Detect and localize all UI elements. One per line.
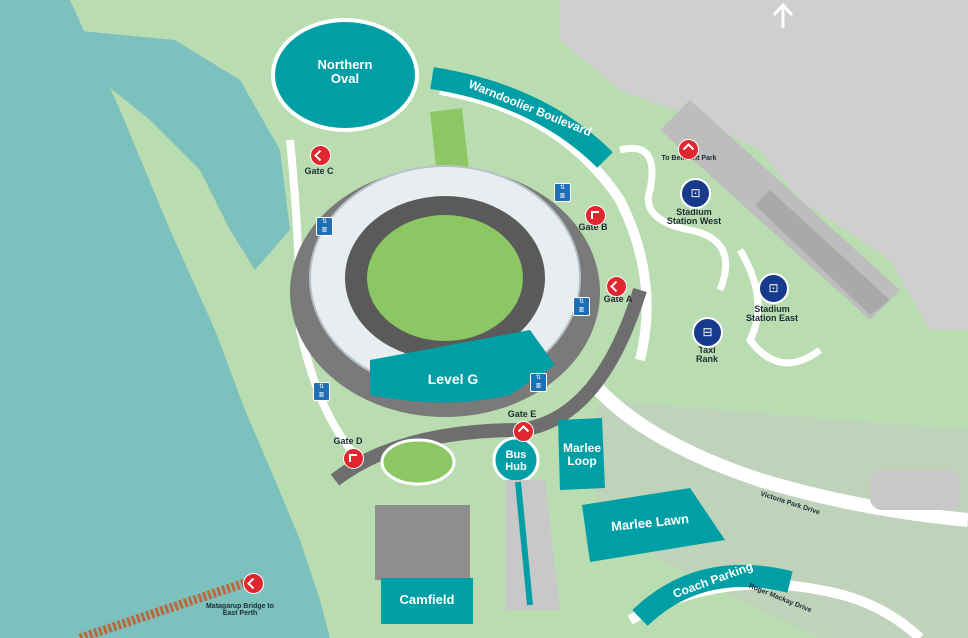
grey-carpark — [870, 470, 960, 510]
northern-oval-shape — [271, 18, 419, 132]
curvy-path-2 — [736, 248, 823, 367]
up-arrow-icon — [772, 2, 794, 28]
coach-parking-band — [632, 565, 793, 627]
train-icon: ⊡ — [680, 178, 711, 209]
stadium-pitch — [367, 215, 523, 341]
grey-building — [375, 505, 470, 580]
train-icon: ⊡ — [758, 273, 789, 304]
gate-a-label: Gate A — [603, 294, 633, 304]
gate-b-label: Gate B — [578, 222, 608, 232]
lift-icon: ⇅▥ — [554, 183, 571, 202]
gate-c-label: Gate C — [304, 166, 334, 176]
curvy-path-1 — [619, 145, 730, 292]
rail-area-2 — [755, 190, 890, 315]
river — [0, 0, 330, 638]
grey-ground-lower — [580, 400, 968, 638]
taxi-rank-label: Taxi Rank — [695, 345, 718, 365]
lake — [70, 30, 290, 270]
gate-arrow-icon — [585, 205, 606, 226]
marlee-lawn-area — [582, 488, 725, 562]
northern-oval-label: Northern Oval — [317, 57, 373, 86]
level-g-area — [370, 330, 555, 403]
bus-lane-strip — [515, 481, 533, 606]
taxi-icon: ⊟ — [692, 317, 723, 348]
bus-hub-label: Bus Hub — [505, 449, 527, 473]
bridge — [78, 573, 262, 638]
matagarup-bridge-label: Matagarup Bridge to East Perth — [205, 603, 275, 618]
victoria-park-drive-road — [584, 375, 968, 527]
camfield-area — [381, 578, 473, 624]
level-g-label: Level G — [427, 371, 479, 387]
camfield-label: Camfield — [399, 592, 455, 607]
lift-icon: ⇅▥ — [573, 297, 590, 316]
marlee-loop-area — [558, 418, 605, 490]
marlee-loop-label: Marlee Loop — [562, 441, 602, 468]
gate-d-label: Gate D — [333, 436, 363, 446]
stadium-station-west-label: Stadium Station West — [666, 207, 722, 227]
boulevard-band — [430, 67, 613, 168]
grey-road-area — [560, 0, 968, 330]
field-strip — [430, 108, 470, 184]
small-oval — [380, 438, 456, 486]
lift-icon: ⇅▥ — [530, 373, 547, 392]
lift-icon: ⇅▥ — [316, 217, 333, 236]
stadium-station-east-label: Stadium Station East — [745, 304, 798, 324]
gate-arrow-icon — [343, 448, 364, 469]
lift-icon: ⇅▥ — [313, 382, 330, 401]
gate-e-label: Gate E — [507, 409, 537, 419]
